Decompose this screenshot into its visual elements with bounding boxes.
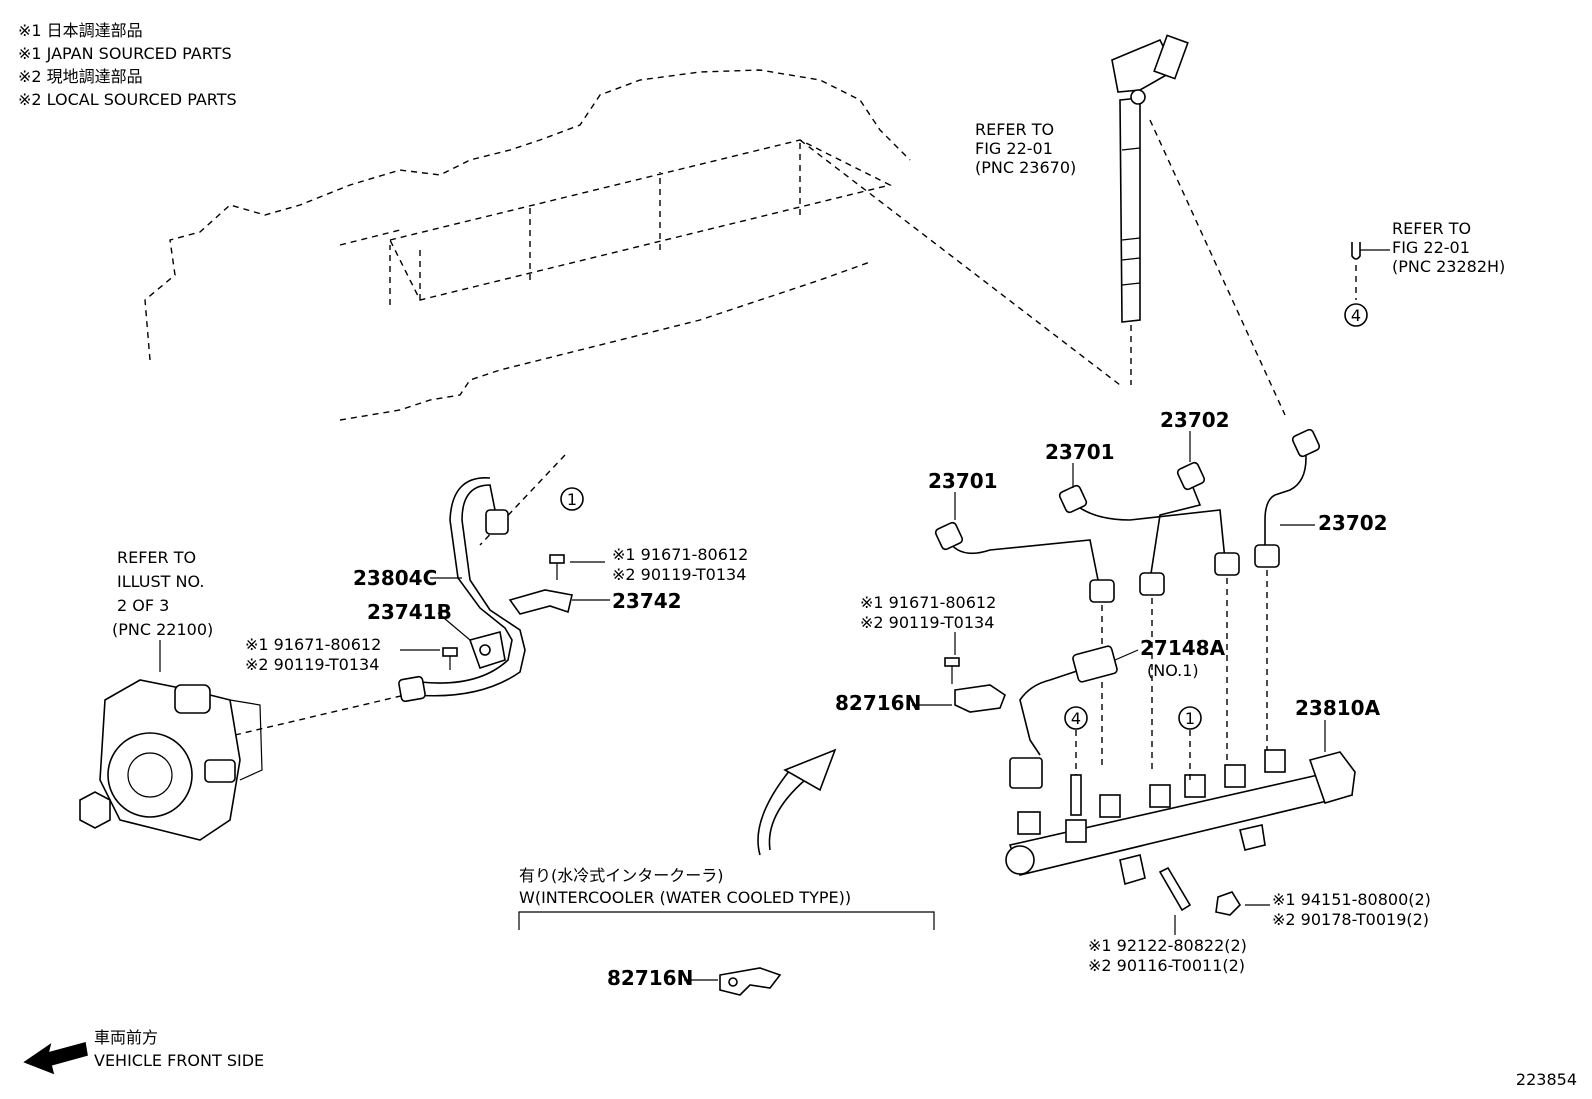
legend-line-2: ※1 JAPAN SOURCED PARTS — [18, 44, 232, 63]
part-23804C-label: 23804C — [353, 566, 437, 590]
legend: ※1 日本調達部品 ※1 JAPAN SOURCED PARTS ※2 現地調達… — [18, 21, 237, 109]
nut-line-1: ※1 94151-80800(2) — [1272, 890, 1431, 909]
sensor-ref-line-3: (PNC 23282H) — [1392, 257, 1505, 276]
legend-line-1: ※1 日本調達部品 — [18, 21, 143, 40]
callout-circle-1a — [560, 487, 584, 511]
bolt-3-line-2: ※2 90119-T0134 — [860, 613, 994, 632]
callout-circle-4a — [1344, 303, 1368, 327]
part-23701-label-b: 23701 — [1045, 440, 1115, 464]
callout-4b-text: 4 — [1071, 709, 1081, 728]
sensor-reference: 4 REFER TO FIG 22-01 (PNC 23282H) — [1344, 219, 1505, 327]
nut-line-2: ※2 90178-T0019(2) — [1272, 910, 1429, 929]
part-23701-label-a: 23701 — [928, 469, 998, 493]
intercooler-en: W(INTERCOOLER (WATER COOLED TYPE)) — [519, 888, 851, 907]
sensor-ref-line-1: REFER TO — [1392, 219, 1471, 238]
pump-pipe-labels: 23804C 23741B 23742 ※1 91671-80612 ※2 90… — [245, 545, 748, 674]
pump-ref-line-1: REFER TO — [117, 548, 196, 567]
intercooler-note: 有り(水冷式インタークーラ) W(INTERCOOLER (WATER COOL… — [518, 866, 935, 996]
part-23702-label-b: 23702 — [1318, 511, 1388, 535]
pump-pipe-assembly: 1 — [398, 477, 584, 703]
legend-line-4: ※2 LOCAL SOURCED PARTS — [18, 90, 237, 109]
front-jp: 車両前方 — [94, 1028, 158, 1047]
bolt-3-line-1: ※1 91671-80612 — [860, 593, 996, 612]
pump-ref-line-4: (PNC 22100) — [112, 620, 213, 639]
sensor-ref-line-2: FIG 22-01 — [1392, 238, 1470, 257]
part-23742-label: 23742 — [612, 589, 682, 613]
part-23810A-label: 23810A — [1295, 696, 1381, 720]
part-27148A-label: 27148A — [1140, 636, 1226, 660]
part-27148A-sublabel: (NO.1) — [1147, 661, 1199, 680]
stud-line-2: ※2 90116-T0011(2) — [1088, 956, 1245, 975]
bolt-1-line-1: ※1 91671-80612 — [612, 545, 748, 564]
callout-1b-text: 1 — [1185, 709, 1195, 728]
part-82716N-label-b: 82716N — [607, 966, 693, 990]
legend-line-3: ※2 現地調達部品 — [18, 67, 143, 86]
callout-circle-4b — [1064, 706, 1088, 730]
injector-ref-line-2: FIG 22-01 — [975, 139, 1053, 158]
injector-ref-line-3: (PNC 23670) — [975, 158, 1076, 177]
part-23741B-label: 23741B — [367, 600, 452, 624]
part-23702-label-a: 23702 — [1160, 408, 1230, 432]
assembly-arrow — [757, 748, 837, 856]
front-arrow-icon — [23, 1041, 88, 1075]
stud-line-1: ※1 92122-80822(2) — [1088, 936, 1247, 955]
callout-1a-text: 1 — [567, 490, 577, 509]
part-82716N-label-a: 82716N — [835, 691, 921, 715]
pump-ref-line-2: ILLUST NO. — [117, 572, 204, 591]
injector-reference: REFER TO FIG 22-01 (PNC 23670) — [975, 120, 1076, 177]
common-rail: 4 1 23810A — [1005, 696, 1381, 886]
bolt-2-line-1: ※1 91671-80612 — [245, 635, 381, 654]
supply-pump — [79, 679, 406, 841]
bolt-2-line-2: ※2 90119-T0134 — [245, 655, 379, 674]
figure-id: 223854 — [1516, 1070, 1577, 1089]
harness-bracket: ※1 91671-80612 ※2 90119-T0134 82716N — [835, 593, 1006, 715]
intercooler-jp: 有り(水冷式インタークーラ) — [519, 866, 724, 885]
vehicle-front-indicator: 車両前方 VEHICLE FRONT SIDE — [23, 1028, 264, 1075]
callout-4a-text: 4 — [1351, 306, 1361, 325]
pump-reference: REFER TO ILLUST NO. 2 OF 3 (PNC 22100) — [112, 548, 213, 672]
front-en: VEHICLE FRONT SIDE — [94, 1051, 264, 1070]
pump-ref-line-3: 2 OF 3 — [117, 596, 169, 615]
injector-ref-line-1: REFER TO — [975, 120, 1054, 139]
stud-and-nut: ※1 94151-80800(2) ※2 90178-T0019(2) ※1 9… — [1088, 866, 1431, 975]
injector — [1111, 34, 1286, 416]
engine-outline — [144, 69, 1121, 546]
injection-pipe-labels: 23701 23701 23702 23702 — [928, 408, 1388, 535]
pressure-sensor-harness: 27148A (NO.1) — [1009, 636, 1226, 789]
injection-pipes — [934, 428, 1321, 770]
bolt-1-line-2: ※2 90119-T0134 — [612, 565, 746, 584]
callout-circle-1b — [1178, 706, 1202, 730]
